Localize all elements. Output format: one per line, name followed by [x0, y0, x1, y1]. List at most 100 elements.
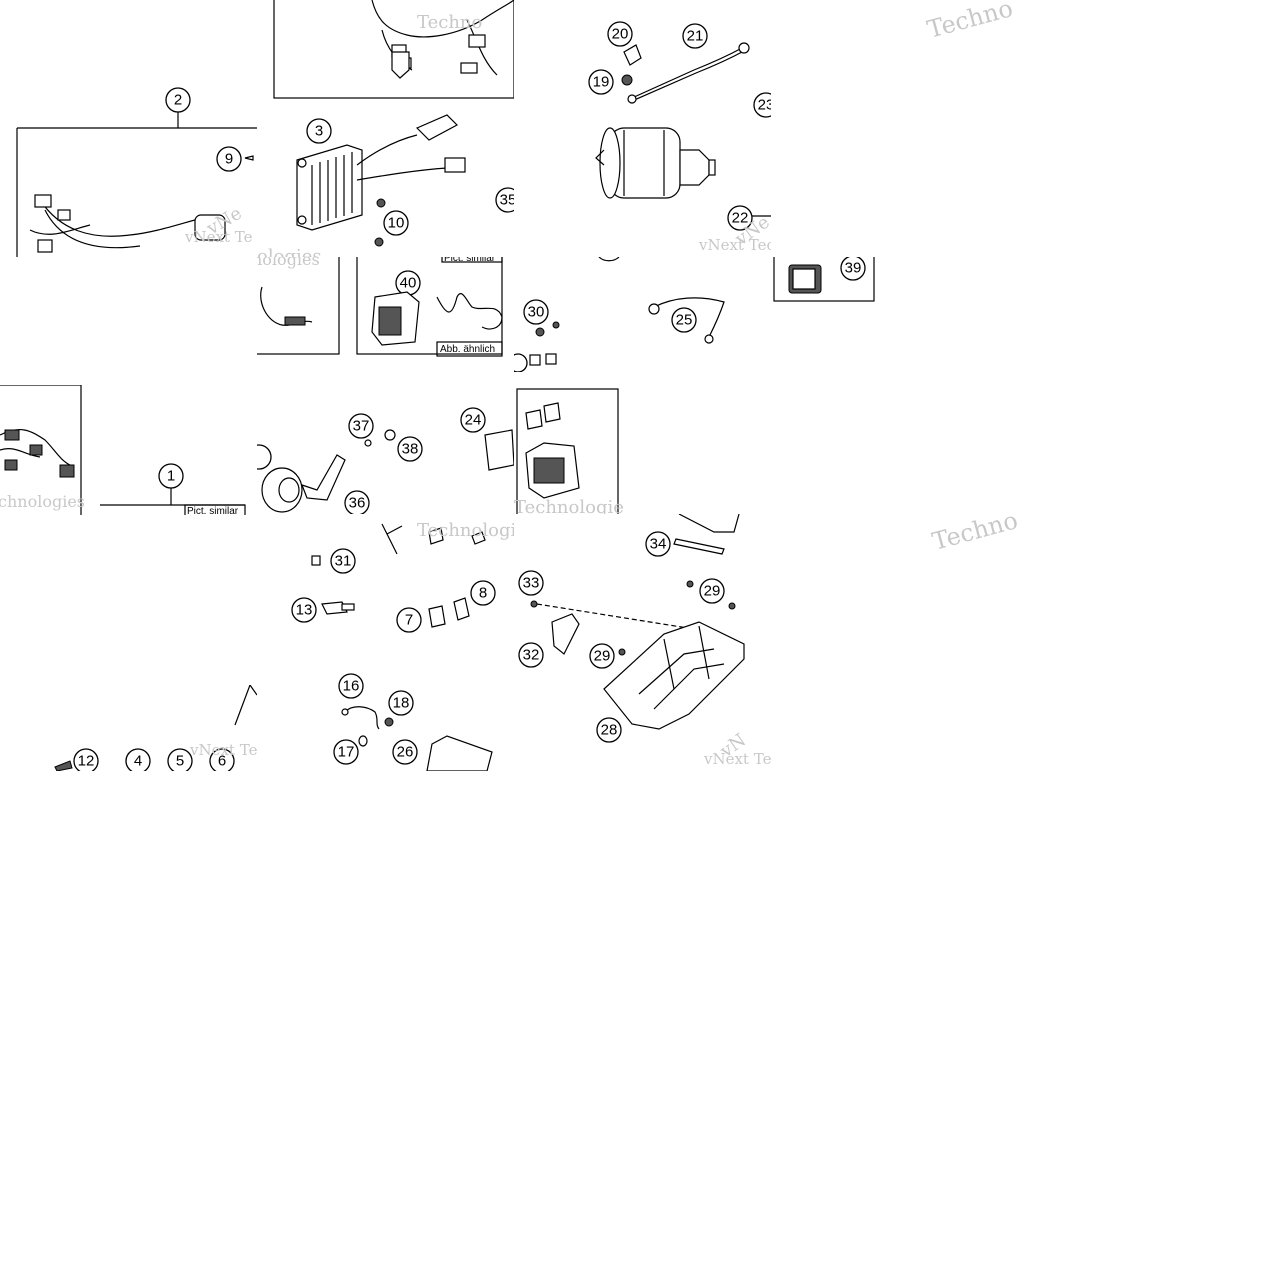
callout-5: 5	[167, 748, 193, 771]
callout-22: 22	[727, 205, 753, 231]
svg-text:Techno: Techno	[417, 12, 482, 33]
svg-text:5: 5	[176, 753, 184, 770]
svg-text:38: 38	[402, 441, 419, 458]
svg-text:39: 39	[845, 260, 862, 277]
svg-text:29: 29	[704, 583, 721, 600]
abb-aehnlich-label: Abb. ähnlich	[440, 344, 495, 355]
callout-18: 18	[388, 690, 414, 716]
callout-3: 3	[306, 118, 332, 144]
svg-text:ologies: ologies	[257, 246, 322, 257]
callout-31: 31	[330, 548, 356, 574]
svg-text:9: 9	[225, 151, 233, 168]
relay-cap-icon	[525, 409, 543, 430]
tile-b-svg: Techno 3 10	[257, 0, 514, 257]
svg-text:16: 16	[343, 678, 360, 695]
svg-text:34: 34	[650, 536, 667, 553]
nut-icon	[621, 74, 633, 86]
svg-text:19: 19	[593, 74, 610, 91]
svg-text:35: 35	[500, 192, 514, 209]
svg-text:21: 21	[687, 28, 704, 45]
tile-f-svg: 39	[773, 257, 875, 302]
svg-text:33: 33	[523, 575, 540, 592]
svg-text:6: 6	[218, 753, 226, 770]
horn-icon	[261, 467, 303, 513]
callout-10: 10	[383, 210, 409, 236]
svg-text:Pict. similar: Pict. similar	[187, 506, 239, 515]
tile-a-svg: 2 9 vNext Te vNe	[16, 87, 257, 257]
callout-20: 20	[607, 21, 633, 47]
tile-watermark-top: Techno	[925, 0, 1045, 45]
callout-37: 37	[348, 413, 374, 439]
ecu-icon	[426, 735, 493, 771]
svg-text:Technologies: Technologies	[417, 520, 514, 541]
watermark: vNext Te	[184, 228, 253, 246]
callout-29b: 29	[589, 643, 615, 669]
harness-wire	[39, 199, 216, 237]
tile-main-harness: chnologies	[0, 385, 84, 515]
tile-relay: 39	[771, 257, 879, 305]
callout-partial-left	[514, 353, 528, 372]
tile-sensors: Technologies 31 13 7 8 16	[257, 514, 514, 771]
connector-icon	[34, 194, 52, 208]
tile-small-parts: 12 4 5 6 vNext Te	[0, 685, 257, 771]
bolt-icon	[376, 198, 386, 208]
svg-text:28: 28	[601, 722, 618, 739]
svg-text:12: 12	[78, 753, 95, 770]
switch-icon	[321, 601, 348, 615]
callout-17: 17	[333, 739, 359, 765]
svg-text:17: 17	[338, 744, 355, 761]
callout-7: 7	[396, 607, 422, 633]
fuse-icon	[535, 327, 545, 337]
screw-icon	[244, 155, 254, 161]
horn-bracket-icon	[300, 454, 346, 501]
tile-c-svg: 20 21 19 23	[588, 21, 771, 254]
svg-text:40: 40	[400, 275, 417, 292]
svg-text:Techno: Techno	[925, 0, 1016, 44]
callout-35: 35	[495, 187, 514, 213]
svg-text:chnologies: chnologies	[0, 492, 84, 511]
cable-tie-icon	[381, 523, 403, 555]
pict-similar-label: Pict. similar	[444, 257, 496, 264]
callout-24: 24	[460, 407, 486, 433]
svg-text:1: 1	[167, 468, 175, 485]
nut-icon	[384, 429, 396, 441]
callout-21: 21	[682, 23, 708, 49]
svg-text:nologies: nologies	[257, 257, 320, 269]
svg-text:26: 26	[397, 744, 414, 761]
starter-motor-icon	[595, 127, 716, 199]
svg-text:24: 24	[465, 412, 482, 429]
starter-relay-icon	[484, 429, 514, 471]
callout-9: 9	[216, 146, 242, 172]
callout-39: 39	[840, 257, 866, 281]
svg-text:vNext Te: vNext Te	[703, 750, 771, 768]
tile-m-svg: 34 33 29 32 29	[518, 514, 771, 768]
callout-12: 12	[73, 748, 99, 771]
callout-16: 16	[338, 673, 364, 699]
svg-text:vNext Tec: vNext Tec	[698, 236, 771, 254]
svg-text:Technologies: Technologies	[514, 497, 624, 515]
callout-13: 13	[291, 597, 317, 623]
tile-k-svg: 12 4 5 6 vNext Te	[54, 685, 257, 771]
callout-33: 33	[518, 570, 544, 596]
fuse-holder-icon	[551, 613, 580, 655]
tile-ecu-bracket: Pict. similar 40 Abb. ähnlich nologies	[257, 257, 514, 357]
svg-text:10: 10	[388, 215, 405, 232]
battery-strap-icon	[673, 538, 725, 555]
callout-23: 23	[753, 92, 771, 118]
svg-text:18: 18	[393, 695, 410, 712]
tile-cable: 30 25	[514, 257, 771, 372]
callout-25: 25	[671, 307, 697, 333]
callout-34: 34	[645, 531, 671, 557]
callout-29: 29	[699, 578, 725, 604]
tile-g-svg: chnologies	[0, 385, 84, 515]
callout-8: 8	[470, 580, 496, 606]
callout-19: 19	[588, 69, 614, 95]
svg-text:13: 13	[296, 602, 313, 619]
tile-j-svg: Technologies	[514, 388, 624, 515]
voltage-regulator-icon	[296, 144, 363, 231]
sensor-cable-icon	[344, 706, 380, 730]
svg-text:vNext Te: vNext Te	[189, 741, 257, 759]
callout-38: 38	[397, 436, 423, 462]
svg-text:31: 31	[335, 553, 352, 570]
